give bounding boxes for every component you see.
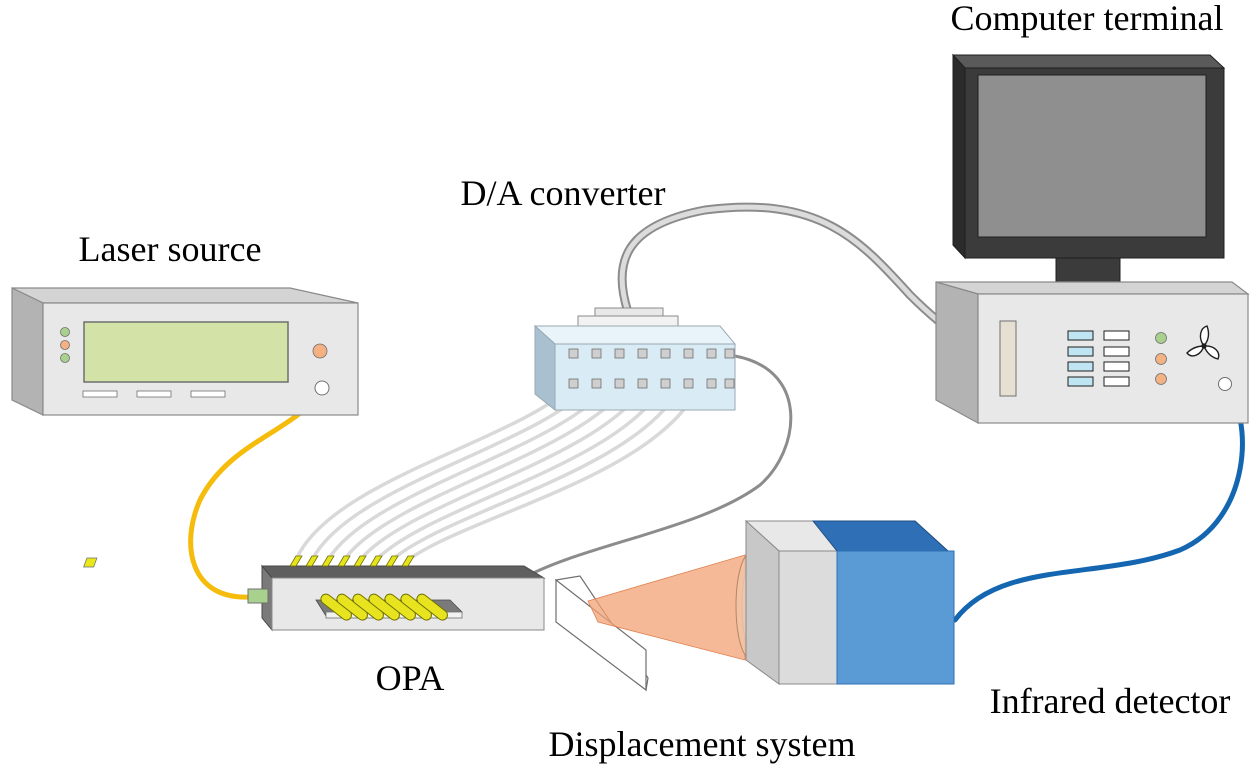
- monitor-screen: [977, 74, 1207, 238]
- laser-output-port: [314, 380, 330, 396]
- computer-port: [1218, 377, 1232, 391]
- label-da-converter: D/A converter: [461, 173, 666, 213]
- laser-fiber-cable: [188, 385, 325, 600]
- laser-beam: [587, 554, 746, 661]
- fan-icon: [1186, 325, 1220, 360]
- label-infrared-detector: Infrared detector: [990, 681, 1231, 721]
- disk-slot: [999, 320, 1017, 397]
- opa-top-pins: [289, 555, 415, 567]
- infrared-detector-device: [735, 519, 955, 685]
- label-computer-terminal: Computer terminal: [951, 0, 1224, 38]
- computer-terminal-device: [935, 53, 1250, 425]
- da-converter-device: [533, 307, 737, 412]
- laser-lcd-screen: [83, 321, 289, 383]
- label-laser-source: Laser source: [79, 229, 262, 269]
- laser-power-led: [312, 343, 328, 359]
- laser-source-device: [11, 287, 359, 416]
- opa-electrodes: [320, 593, 448, 621]
- opa-device: [83, 555, 546, 632]
- label-displacement-system: Displacement system: [549, 724, 856, 764]
- label-opa: OPA: [376, 658, 445, 698]
- detector-cable: [952, 381, 1245, 623]
- opa-fiber-connector: [247, 588, 269, 604]
